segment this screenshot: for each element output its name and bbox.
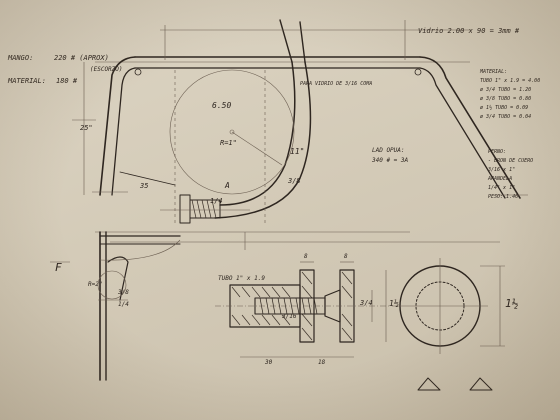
curved-arm-inner	[214, 61, 312, 219]
dim-14-side: 1/4	[118, 301, 129, 308]
tube-spec: TUBO 1" x 1.9	[218, 275, 265, 282]
dim-650: 6.50	[212, 101, 232, 110]
handle-value: 220 # (APROX)	[54, 54, 109, 62]
section-note: LAD OPUA:	[372, 147, 405, 154]
dim-38: 3/8	[288, 177, 301, 185]
handle-sub: (ESCORZO)	[90, 66, 123, 73]
left-leg-inner	[111, 67, 136, 196]
right-list2-item: 1/4" x 1"	[488, 185, 516, 191]
material-label: MATERIAL:	[8, 77, 46, 85]
dim-11: 11"	[290, 147, 305, 156]
circle-center-mark	[229, 129, 235, 135]
ring-detail	[392, 258, 505, 354]
side-arc	[99, 239, 181, 261]
bolt-shank	[189, 199, 221, 219]
tube-note: PARA VIDRIO DE 3/16 COMA	[300, 81, 373, 87]
dim-1-half: 1½	[389, 299, 399, 308]
curved-arm-outer	[219, 61, 296, 206]
dim-8a: 8	[304, 253, 308, 260]
radius-construction-circle	[169, 69, 295, 195]
left-leg-outer	[99, 56, 136, 196]
dim-30: 30	[265, 359, 273, 366]
dim-f: F	[55, 261, 62, 274]
right-list2-item: 3/16 x 1"	[488, 167, 516, 173]
foot-glyph-1	[417, 377, 441, 391]
top-right-title: Vidrio 2.00 x 90 = 3mm #	[418, 27, 520, 35]
right-list2-item: PERNO:	[488, 149, 507, 155]
right-bolt-list: PERNO: - BRON DE CUERO 3/16 x 1" ARANDEL…	[488, 150, 533, 204]
right-list2-item: ARANDELA	[488, 176, 513, 182]
dim-3-16: 3/16	[282, 313, 297, 320]
right-leg-outer	[419, 56, 521, 199]
dim-1-half-big: 1½	[505, 297, 519, 310]
dim-35: 35	[140, 182, 149, 190]
right-material-list: MATERIAL: TUBO 1" x 1.9 = 4.00 ø 3/4 TUB…	[480, 70, 540, 124]
handle-label: MANGO:	[8, 54, 34, 62]
table-frame-elevation	[72, 19, 528, 225]
right-list-item: ø 1½ TUBO = 0.09	[480, 105, 529, 111]
diagonal-tube-a	[279, 19, 293, 63]
side-view-detail	[50, 231, 246, 381]
right-list2-item: - BRON DE CUERO	[488, 158, 534, 164]
section-value: 340 # = 3A	[372, 157, 409, 164]
dim-r1: R=1"	[220, 139, 237, 147]
leader-to-bolt	[119, 171, 176, 186]
diagonal-tube-b	[299, 21, 306, 63]
right-list-item: ø 3/4 TUBO = 0.04	[480, 114, 532, 120]
foot-glyph-2	[469, 377, 493, 391]
dim-25: 25"	[80, 124, 93, 132]
dim-3-4: 3/4	[360, 299, 373, 307]
right-list-item: ø 3/4 TUBO = 1.20	[480, 87, 532, 93]
dim-38-side: 3/8	[118, 289, 129, 296]
joint-right	[414, 68, 422, 76]
right-list-item: ø 3/8 TUBO = 0.80	[480, 96, 532, 102]
dim-r2: R=2"	[88, 281, 103, 288]
right-list-item: MATERIAL:	[480, 69, 508, 75]
right-list2-item: PESO: 1.40	[488, 194, 519, 200]
radius-line	[231, 131, 283, 166]
dim-a: A	[225, 181, 230, 190]
right-leg-inner	[419, 67, 506, 199]
dim-8b: 8	[344, 253, 348, 260]
dim-14: 1/4	[210, 197, 223, 205]
bolt-section	[215, 261, 390, 358]
dim-18: 18	[318, 359, 326, 366]
joint-left	[134, 68, 142, 76]
right-list-item: TUBO 1" x 1.9 = 4.00	[480, 78, 541, 84]
material-value: 180 #	[56, 77, 78, 85]
side-radius-circle	[97, 270, 127, 300]
bolt-head	[179, 194, 191, 224]
nut	[324, 289, 341, 323]
